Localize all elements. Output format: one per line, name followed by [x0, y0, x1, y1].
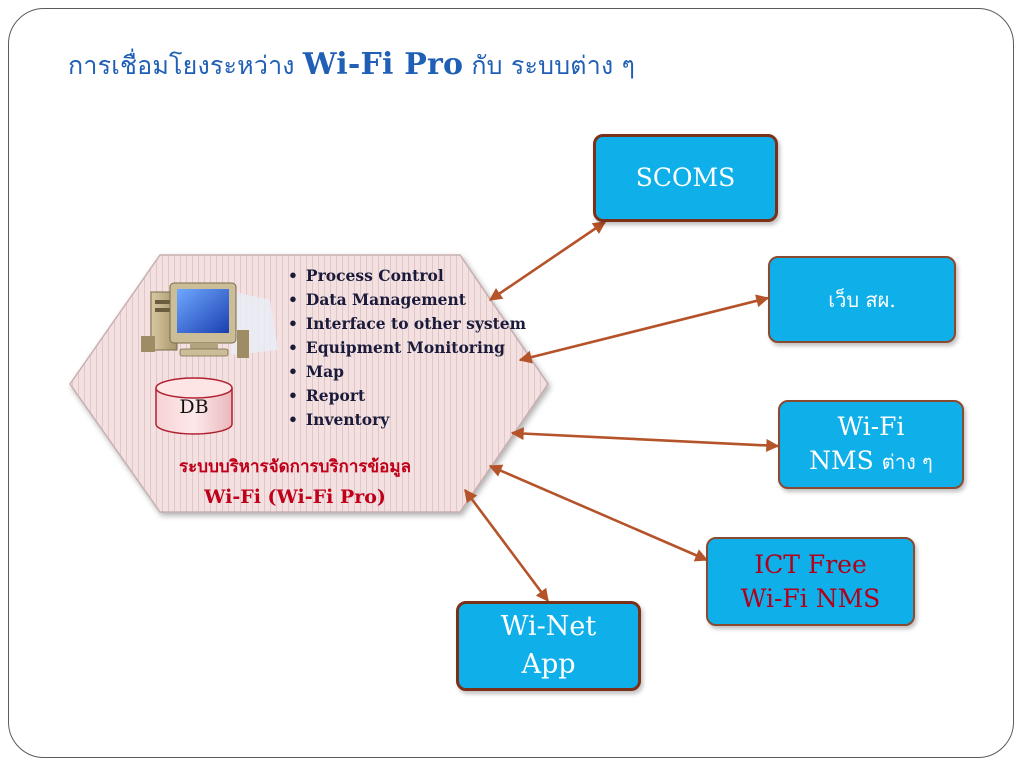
feature-item: Data Management: [288, 288, 526, 312]
title-part-1: การเชื่อมโยงระหว่าง: [68, 51, 303, 80]
database-icon: [155, 377, 233, 435]
node-winet-app: Wi-Net App: [456, 601, 641, 691]
hub-caption: ระบบบริหารจัดการบริการข้อมูล Wi-Fi (Wi-F…: [120, 452, 470, 512]
node-wifi-nms-line1: Wi-Fi: [837, 412, 905, 441]
connector-web: [518, 294, 770, 364]
feature-item: Process Control: [288, 264, 526, 288]
feature-item: Map: [288, 360, 526, 384]
node-scoms: SCOMS: [593, 134, 778, 222]
title-part-2: Wi-Fi Pro: [302, 47, 464, 82]
node-ict-free-line2: Wi-Fi NMS: [740, 583, 881, 613]
computer-icon: [141, 282, 278, 358]
connector-winet: [463, 488, 550, 603]
feature-item: Report: [288, 384, 526, 408]
node-winet-line1: Wi-Net: [500, 611, 597, 642]
feature-item: Inventory: [288, 408, 526, 432]
feature-list: Process Control Data Management Interfac…: [288, 264, 526, 432]
slide-title: การเชื่อมโยงระหว่าง Wi-Fi Pro กับ ระบบต่…: [68, 46, 635, 86]
feature-item: Interface to other system: [288, 312, 526, 336]
hub-caption-line1: ระบบบริหารจัดการบริการข้อมูล: [179, 457, 411, 477]
node-wifi-nms-line2a: NMS: [809, 446, 882, 475]
connector-nms: [510, 427, 780, 452]
hub-caption-line2: Wi-Fi (Wi-Fi Pro): [204, 486, 386, 508]
node-wifi-nms: Wi-Fi NMS ต่าง ๆ: [778, 400, 964, 489]
node-ict-free-line1: ICT Free: [754, 549, 867, 579]
connector-ict: [488, 464, 709, 562]
title-part-3: กับ ระบบต่าง ๆ: [463, 51, 636, 80]
feature-item: Equipment Monitoring: [288, 336, 526, 360]
node-ict-free: ICT Free Wi-Fi NMS: [706, 537, 915, 626]
db-label: DB: [179, 396, 209, 418]
node-winet-line2: App: [521, 649, 576, 680]
node-web: เว็บ สผ.: [768, 256, 956, 343]
node-scoms-label: SCOMS: [635, 163, 736, 192]
node-wifi-nms-line2b: ต่าง ๆ: [881, 450, 933, 474]
node-web-label: เว็บ สผ.: [828, 287, 896, 312]
